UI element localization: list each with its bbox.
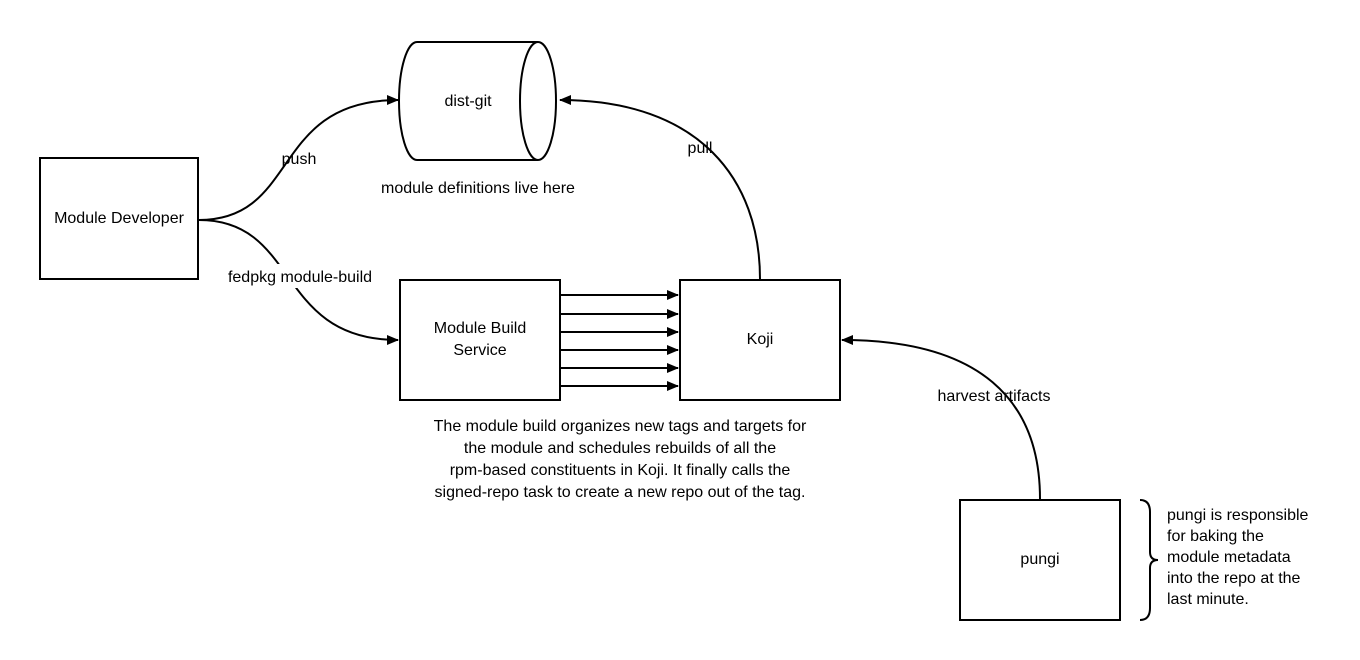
push-label: push: [282, 151, 317, 168]
pungi-note-line-4: into the repo at the: [1167, 570, 1301, 587]
mbs-note-line-4: signed-repo task to create a new repo ou…: [435, 484, 806, 501]
push-edge: [198, 95, 399, 221]
pungi-note-brace: [1139, 499, 1159, 621]
mbs-note-line-1: The module build organizes new tags and …: [434, 418, 807, 435]
pull-label: pull: [688, 140, 713, 157]
pungi-note-line-2: for baking the: [1167, 528, 1264, 545]
fedpkg-label-background: [216, 264, 384, 288]
module-developer-node[interactable]: Module Developer: [39, 157, 199, 280]
mbs-note-line-3: rpm-based constituents in Koji. It final…: [450, 462, 791, 479]
harvest-label: harvest artifacts: [938, 388, 1051, 405]
fedpkg-label: fedpkg module-build: [228, 269, 372, 286]
pungi-label: pungi: [1020, 551, 1059, 568]
pungi-note: pungi is responsible for baking the modu…: [1167, 507, 1309, 608]
mbs-to-koji-arrows: [561, 290, 679, 391]
module-build-service-node[interactable]: Module Build Service: [399, 279, 561, 401]
koji-node[interactable]: Koji: [679, 279, 841, 401]
module-build-service-label-line-2: Service: [453, 342, 506, 359]
dist-git-label: dist-git: [444, 93, 492, 110]
mbs-note: The module build organizes new tags and …: [434, 418, 807, 501]
pull-edge: [559, 95, 761, 280]
module-build-service-label-line-1: Module Build: [434, 320, 527, 337]
mbs-note-line-2: the module and schedules rebuilds of all…: [464, 440, 776, 457]
pungi-node[interactable]: pungi: [959, 499, 1121, 621]
pungi-note-line-1: pungi is responsible: [1167, 507, 1309, 524]
module-developer-label: Module Developer: [54, 210, 185, 227]
koji-label: Koji: [747, 331, 774, 348]
harvest-edge: [841, 335, 1041, 500]
dist-git-note: module definitions live here: [381, 180, 575, 197]
pungi-note-line-5: last minute.: [1167, 591, 1249, 608]
pungi-note-line-3: module metadata: [1167, 549, 1291, 566]
dist-git-node[interactable]: dist-git: [398, 41, 557, 161]
